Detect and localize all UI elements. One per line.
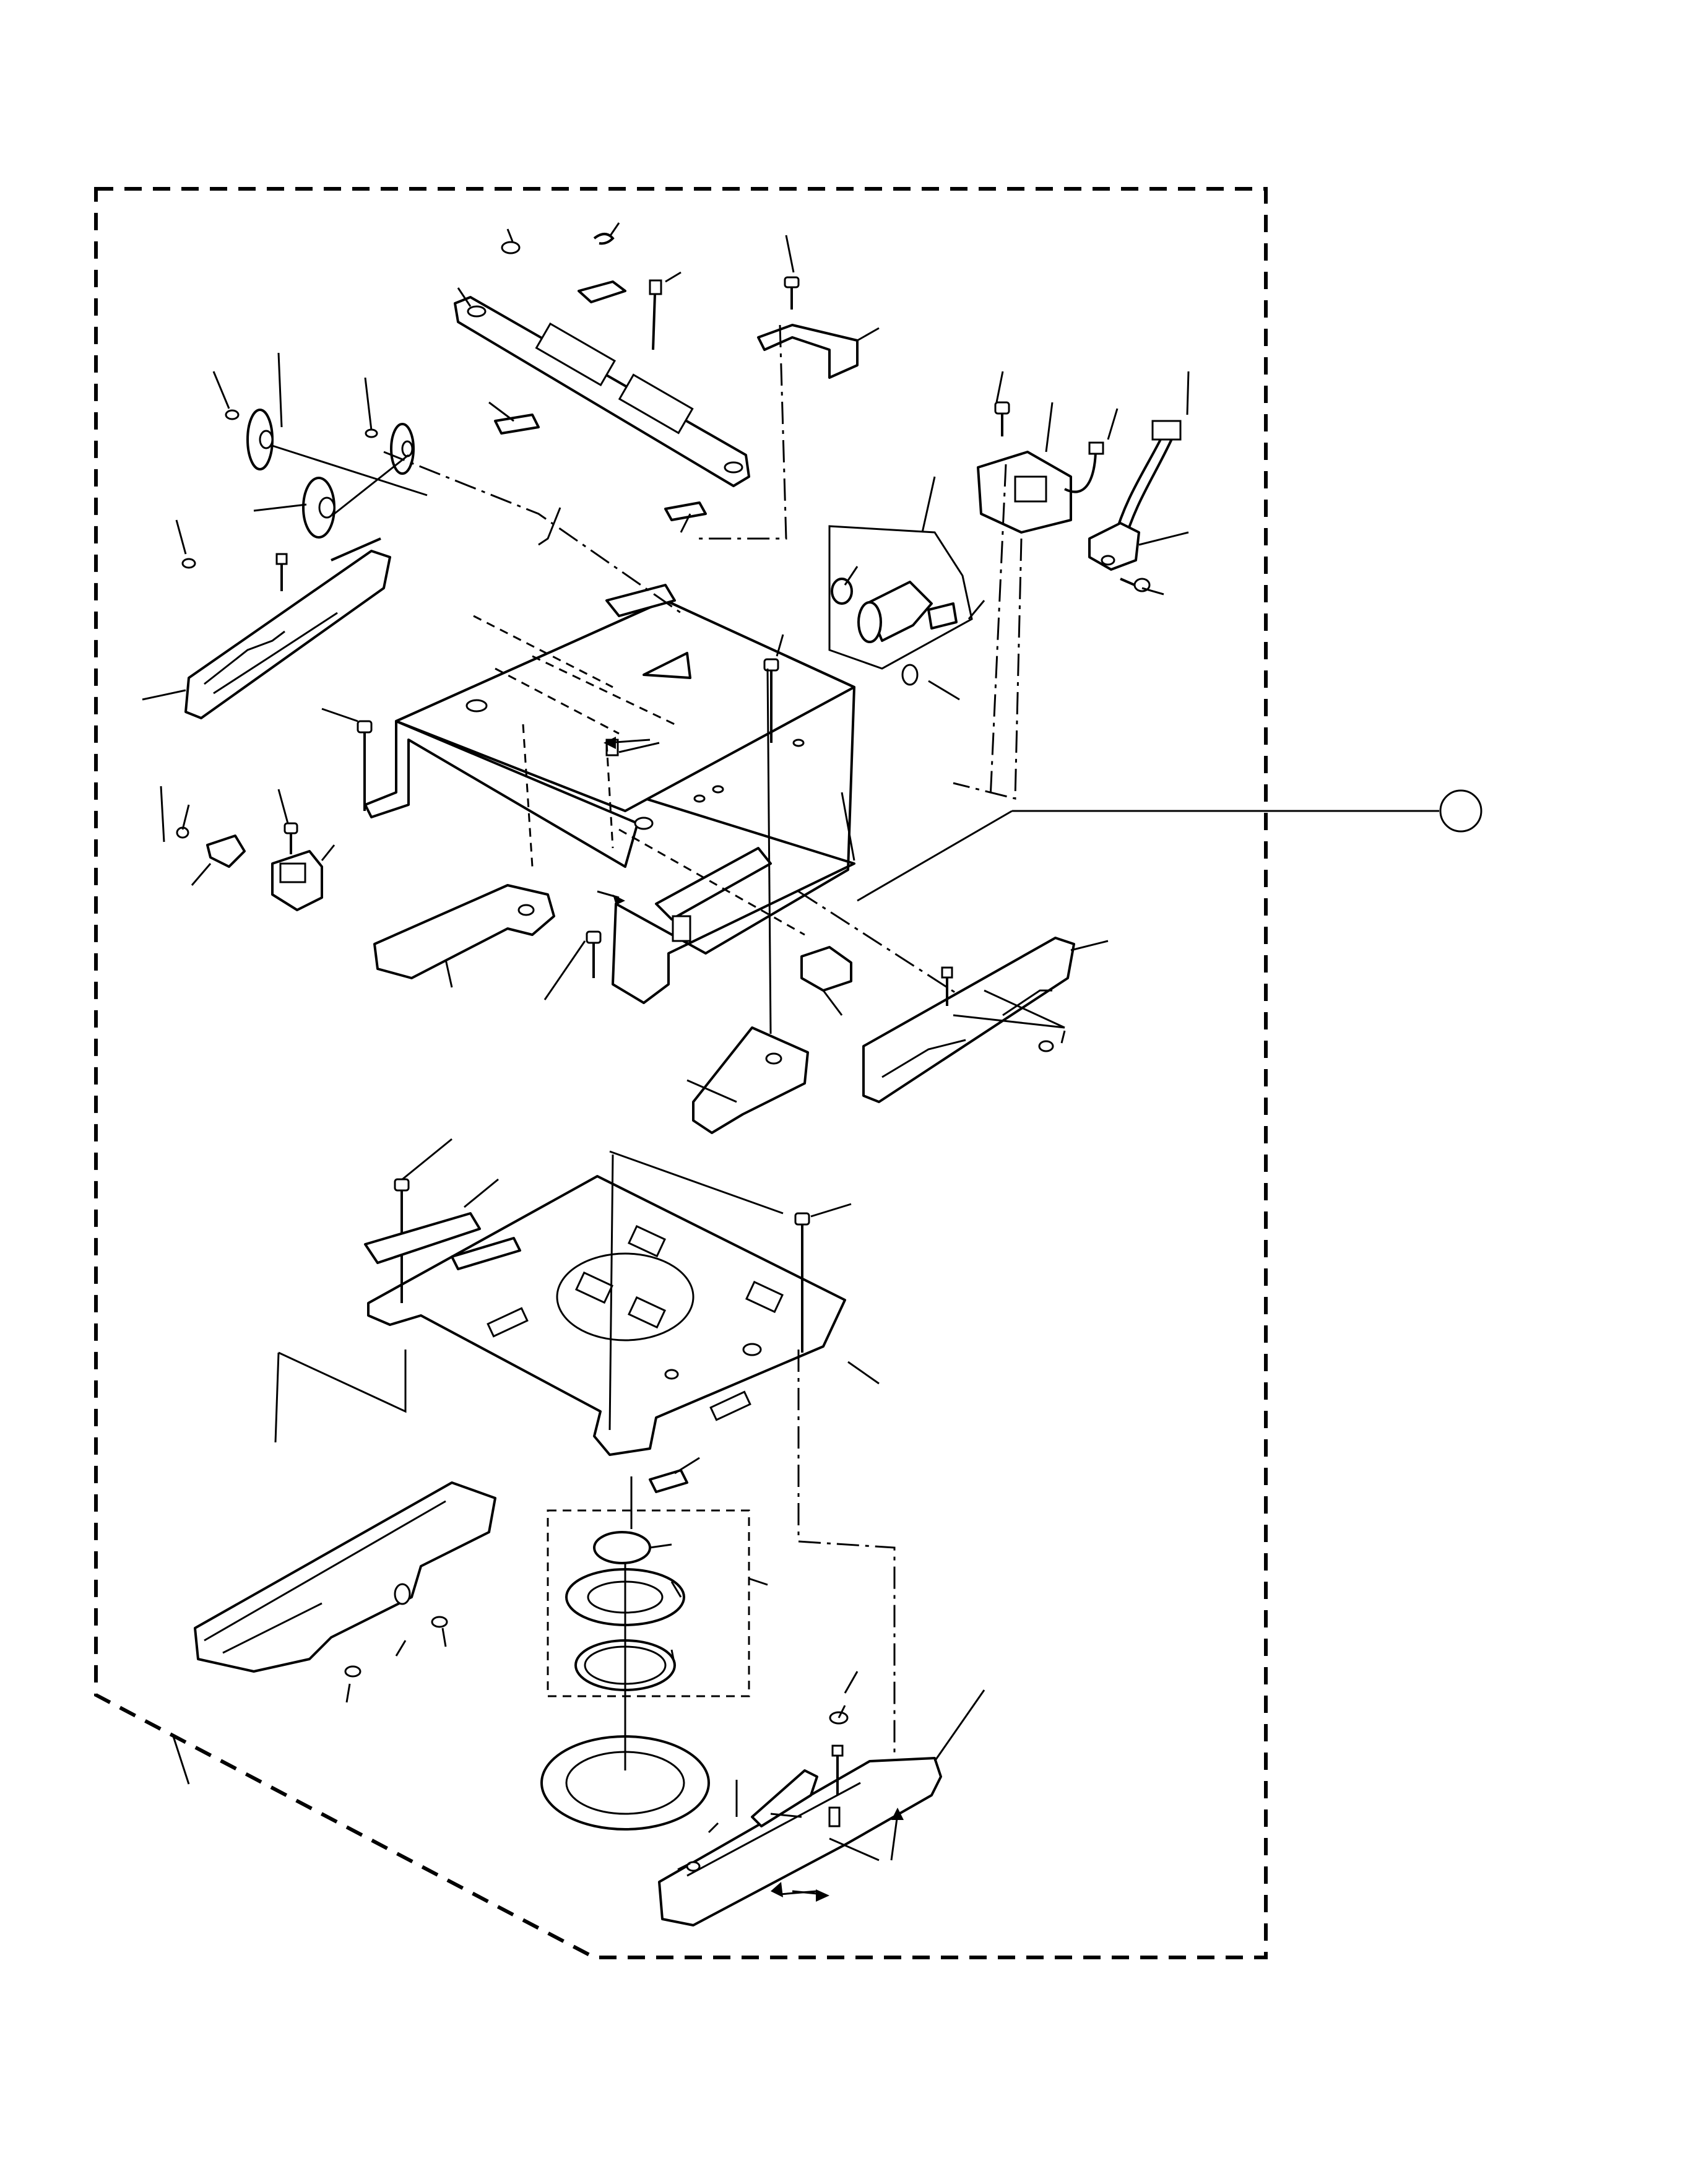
- chassis-screw-left: [357, 720, 373, 811]
- arm-screw-right: [831, 1744, 844, 1795]
- arm-washer-2: [344, 1665, 361, 1678]
- top-small-plate: [578, 280, 626, 303]
- leader-assembly: [172, 1736, 190, 1785]
- gear-washer-1: [225, 409, 240, 420]
- top-bracket: [454, 296, 750, 487]
- top-screw-1: [784, 276, 800, 310]
- spindle-cap: [593, 1531, 651, 1564]
- leader-lines: [142, 222, 1190, 1896]
- top-washer: [501, 241, 521, 254]
- gear-lower: [302, 477, 335, 539]
- loading-arm-right: [658, 1757, 942, 1926]
- gear-large: [246, 409, 274, 470]
- base-screw-right: [794, 1212, 810, 1353]
- main-chassis: [364, 584, 855, 1004]
- cam-lever: [373, 884, 555, 979]
- long-pin: [649, 279, 662, 350]
- base-tape-3: [649, 1469, 688, 1493]
- detector-switch: [1088, 522, 1140, 571]
- reference-circle: [1439, 789, 1482, 833]
- cam-screw: [586, 930, 602, 978]
- solenoid-bracket: [271, 850, 323, 911]
- bracket-screw: [994, 401, 1010, 436]
- lever-small: [206, 834, 246, 868]
- right-washer: [1038, 1040, 1054, 1052]
- left-washer: [181, 558, 196, 569]
- assembly-boundary: [94, 187, 1268, 1959]
- left-rack-slider: [184, 537, 391, 719]
- reference-circle-marker: [857, 789, 1482, 902]
- gear-medium: [390, 423, 415, 475]
- lower-mid-bracket: [692, 1026, 809, 1134]
- solenoid-screw: [283, 822, 298, 854]
- tape-strip-1: [494, 414, 540, 435]
- right-rack-slider: [862, 937, 1075, 1103]
- tape-strip-2: [664, 501, 707, 521]
- traverse-base: [367, 1175, 846, 1456]
- motor-screw: [763, 658, 779, 743]
- lever-right: [751, 1769, 818, 1827]
- rubber-block: [800, 946, 852, 992]
- top-right-bracket: [757, 324, 859, 379]
- base-tape-2: [451, 1237, 521, 1270]
- e-ring: [593, 233, 615, 245]
- switch-screw: [1120, 578, 1151, 592]
- base-tape-1: [364, 1212, 481, 1264]
- arrows: [597, 737, 904, 1902]
- sensor-bracket: [977, 451, 1072, 534]
- loading-arm-left: [194, 1481, 496, 1673]
- arm-washer-1: [431, 1616, 448, 1628]
- gear-washer-2: [365, 428, 378, 438]
- motor-assembly: [828, 525, 973, 686]
